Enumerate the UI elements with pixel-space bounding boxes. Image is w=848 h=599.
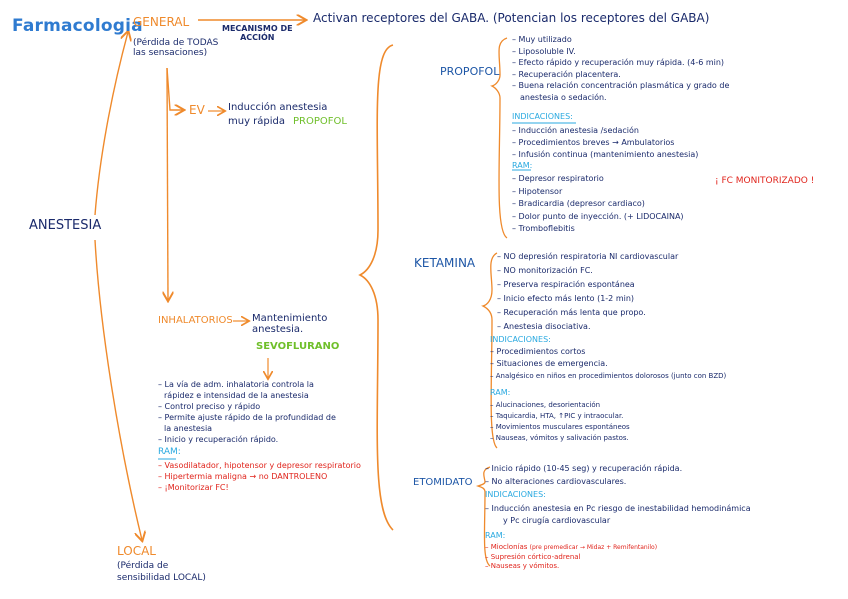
etomidato-ram: – Mioclonías (pre premedicar → Midaz + R… <box>485 543 657 572</box>
propofol-point: anestesia o sedación. <box>520 92 607 102</box>
etomidato-ram-label: RAM: <box>485 531 506 540</box>
etomidato-node: ETOMIDATO <box>413 477 473 488</box>
inhalatorios-points: – La vía de adm. inhalatoria controla la… <box>158 379 336 445</box>
inhal-ram-item: – Vasodilatador, hipotensor y depresor r… <box>158 461 361 470</box>
local-node: LOCAL <box>117 544 156 558</box>
ketamina-ind-item: – Situaciones de emergencia. <box>490 359 608 368</box>
propofol-ram-item: – Depresor respiratorio <box>512 174 604 183</box>
ketamina-ind: – Procedimientos cortos – Situaciones de… <box>490 346 726 382</box>
local-note: (Pérdida de sensibilidad LOCAL) <box>117 560 206 584</box>
general-node: GENERAL <box>133 15 190 29</box>
brace-ketamina <box>481 252 498 449</box>
mechanism-label: MECANISMO DE ACCIÓN <box>222 24 293 42</box>
etomidato-ram-note: (pre premedicar → Midaz + Remifentanilo) <box>529 544 658 551</box>
ev-node: EV <box>189 103 205 117</box>
page-title: Farmacologia <box>12 16 143 36</box>
etomidato-ram-item: – Supresión córtico-adrenal <box>485 552 581 561</box>
ketamina-ram-label: RAM: <box>490 388 511 397</box>
arrow-anestesia-general <box>94 32 128 216</box>
general-note: (Pérdida de TODAS las sensaciones) <box>133 38 218 58</box>
etomidato-ind-item: – Inducción anestesia en Pc riesgo de in… <box>485 504 751 513</box>
mechanism-text: Activan receptores del GABA. (Potencian … <box>313 11 710 25</box>
brace-etomidato <box>475 466 491 567</box>
inhalatorios-text: Mantenimiento anestesia. <box>252 313 327 335</box>
general-note-line-1: (Pérdida de TODAS <box>133 38 219 48</box>
ketamina-point: – NO depresión respiratoria NI cardiovas… <box>497 252 679 261</box>
propofol-point: – Muy utilizado <box>512 35 572 44</box>
inhalatorios-drug: SEVOFLURANO <box>256 341 340 352</box>
etomidato-ind-item: y Pc cirugía cardiovascular <box>503 516 611 525</box>
ev-text-b: muy rápida <box>228 116 286 127</box>
mechanism-label-line-1: MECANISMO DE <box>222 24 293 33</box>
propofol-ind: – Inducción anestesia /sedación – Proced… <box>512 125 698 161</box>
propofol-ram-item: – Dolor punto de inyección. (+ LIDOCAINA… <box>512 211 684 221</box>
arrow-anestesia-local <box>94 239 142 540</box>
inhal-text-line-2: anestesia. <box>252 324 304 335</box>
etomidato-point: – Inicio rápido (10-45 seg) y recuperaci… <box>485 464 683 473</box>
inhal-point: – Inicio y recuperación rápido. <box>158 435 279 444</box>
propofol-ind-item: – Procedimientos breves → Ambulatorios <box>512 138 675 147</box>
propofol-point: – Buena relación concentración plasmátic… <box>512 81 730 90</box>
ketamina-ind-item: – Procedimientos cortos <box>490 347 586 356</box>
inhal-text-line-1: Mantenimiento <box>252 313 328 324</box>
propofol-point: – Efecto rápido y recuperación muy rápid… <box>512 58 725 67</box>
ketamina-point: – Anestesia disociativa. <box>497 322 591 331</box>
propofol-alert: ¡ FC MONITORIZADO ! <box>715 176 815 186</box>
inhal-point: la anestesia <box>164 424 213 433</box>
inhal-point: rápidez e intensidad de la anestesia <box>164 391 309 400</box>
local-note-line-1: (Pérdida de <box>117 561 169 571</box>
arrow-general-inhalatorios <box>167 67 168 300</box>
inhal-point: – Permite ajuste rápido de la profundida… <box>158 413 336 422</box>
inhalatorios-node: INHALATORIOS <box>158 315 233 326</box>
etomidato-ind-label: INDICACIONES: <box>485 490 546 499</box>
ketamina-ram-item: – Nauseas, vómitos y salivación pastos. <box>490 434 629 442</box>
ev-drug: PROPOFOL <box>293 116 347 127</box>
general-note-line-2: las sensaciones) <box>133 48 208 58</box>
propofol-ram: – Depresor respiratorio – Hipotensor – B… <box>512 173 684 236</box>
propofol-ram-item: – Bradicardia (depresor cardiaco) <box>512 199 645 208</box>
local-note-line-2: sensibilidad LOCAL) <box>117 573 206 583</box>
propofol-node: PROPOFOL <box>440 65 500 78</box>
propofol-ind-item: – Infusión continua (mantenimiento anest… <box>512 150 699 159</box>
propofol-ram-item: – Tromboflebitis <box>512 224 575 233</box>
inhal-point: – Control preciso y rápido <box>158 402 261 411</box>
ketamina-ram: – Alucinaciones, desorientación – Taquic… <box>490 400 630 444</box>
propofol-ram-item: – Hipotensor <box>512 186 563 196</box>
ketamina-points: – NO depresión respiratoria NI cardiovas… <box>497 250 678 334</box>
root-node-anestesia: ANESTESIA <box>29 218 102 233</box>
ketamina-point: – Recuperación más lenta que propo. <box>497 308 646 317</box>
inhalatorios-ram: – Vasodilatador, hipotensor y depresor r… <box>158 460 361 493</box>
propofol-ind-item: – Inducción anestesia /sedación <box>512 126 639 135</box>
ketamina-ram-item: – Movimientos musculares espontáneos <box>490 423 630 431</box>
propofol-points: – Muy utilizado – Liposoluble IV. – Efec… <box>512 34 729 103</box>
etomidato-ram-item: – Mioclonías <box>485 543 528 551</box>
inhal-ram-label: RAM: <box>158 447 181 457</box>
ev-text-a: Inducción anestesia <box>228 102 328 113</box>
etomidato-points: – Inicio rápido (10-45 seg) y recuperaci… <box>485 462 682 488</box>
ketamina-ind-label: INDICACIONES: <box>490 335 551 344</box>
ketamina-point: – Inicio efecto más lento (1-2 min) <box>497 294 635 303</box>
inhal-point: – La vía de adm. inhalatoria controla la <box>158 380 314 389</box>
etomidato-point: – No alteraciones cardiovasculares. <box>485 477 627 486</box>
ketamina-point: – Preserva respiración espontánea <box>497 280 635 289</box>
mechanism-label-line-2: ACCIÓN <box>240 33 275 42</box>
big-brace <box>358 44 394 531</box>
arrow-general-ev <box>166 67 183 110</box>
ketamina-ram-item: – Taquicardia, HTA, ↑PIC y intraocular. <box>490 412 624 420</box>
ketamina-node: KETAMINA <box>414 256 476 270</box>
brace-propofol <box>490 37 508 239</box>
etomidato-ram-line-1: – Mioclonías (pre premedicar → Midaz + R… <box>485 543 657 553</box>
inhal-ram-item: – ¡Monitorizar FC! <box>158 483 229 492</box>
etomidato-ram-item: – Nauseas y vómitos. <box>485 562 560 570</box>
propofol-ram-label: RAM: <box>512 161 533 170</box>
ketamina-ram-item: – Alucinaciones, desorientación <box>490 401 601 409</box>
propofol-ind-label: INDICACIONES: <box>512 112 573 121</box>
etomidato-ind: – Inducción anestesia en Pc riesgo de in… <box>485 503 751 527</box>
propofol-point: – Recuperación placentera. <box>512 69 621 79</box>
inhal-ram-item: – Hipertermia maligna → no DANTROLENO <box>158 472 328 481</box>
ketamina-point: – NO monitorización FC. <box>497 266 593 275</box>
ketamina-ind-item: – Analgésico en niños en procedimientos … <box>490 372 727 380</box>
propofol-point: – Liposoluble IV. <box>512 46 576 56</box>
